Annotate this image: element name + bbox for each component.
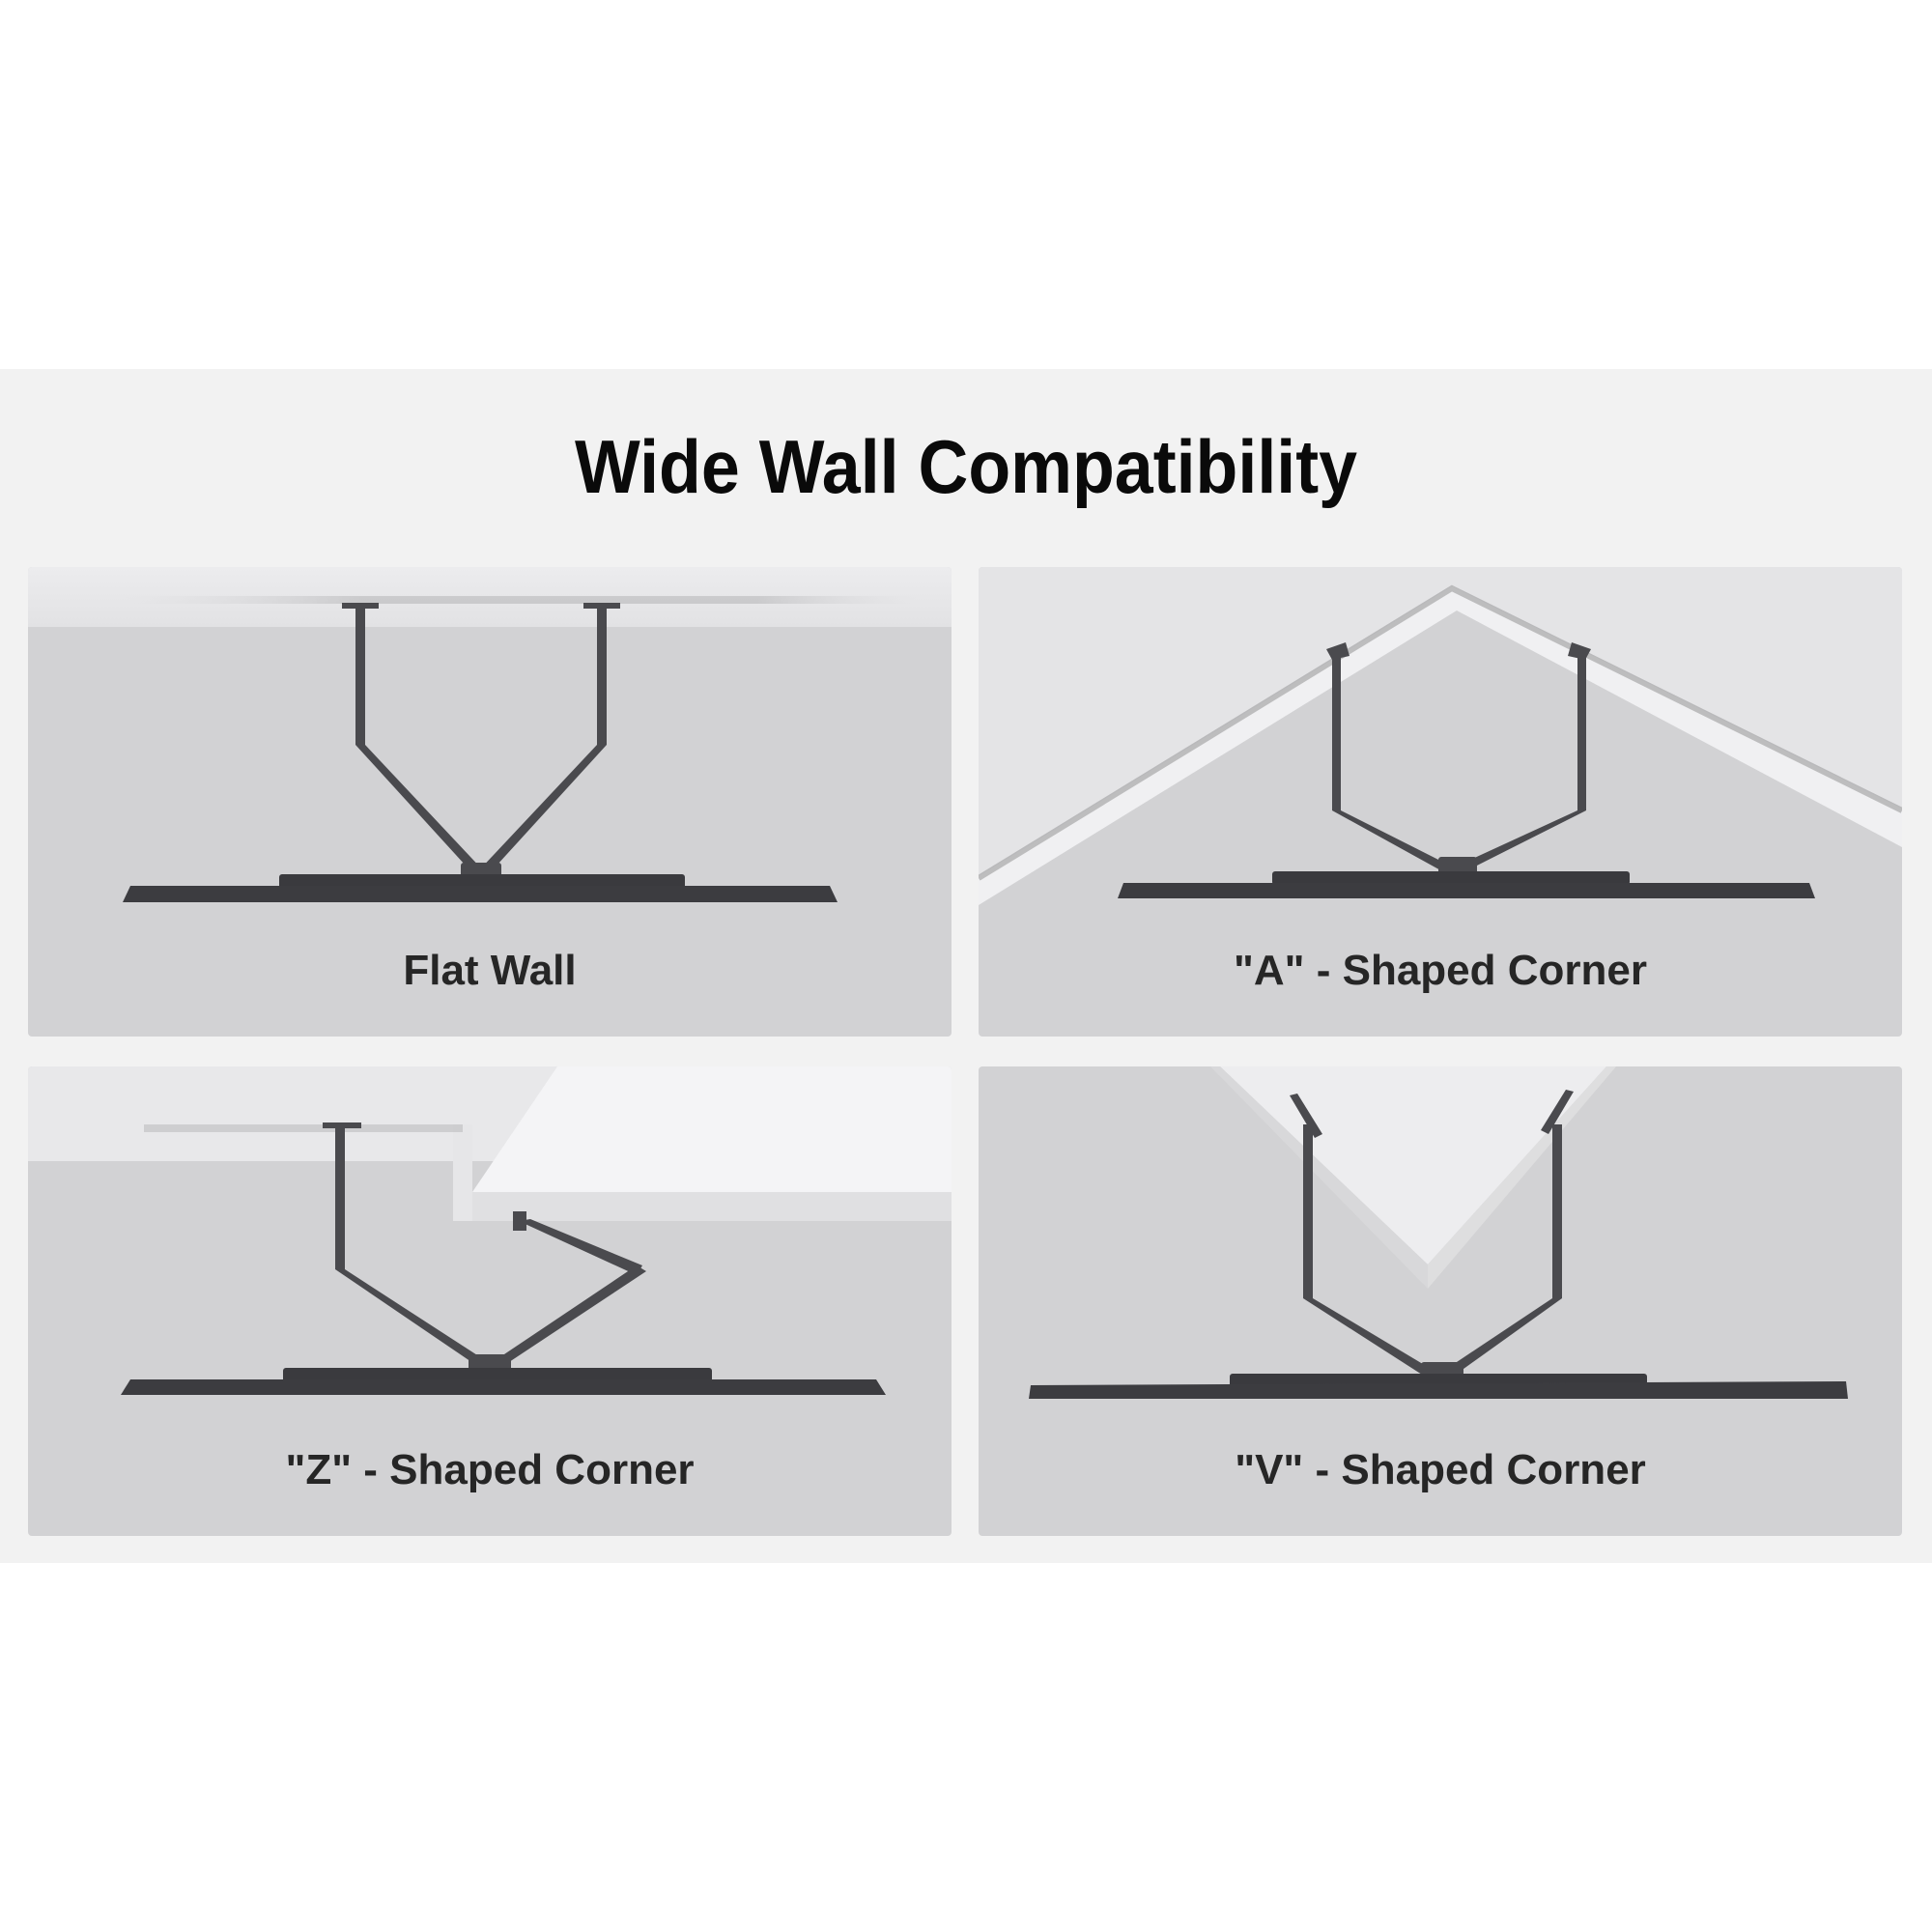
page-title: Wide Wall Compatibility xyxy=(574,424,1358,509)
panel-caption: "A" - Shaped Corner xyxy=(1234,947,1647,994)
v-shaped-corner-illustration xyxy=(1029,1066,1848,1399)
tv-icon xyxy=(121,1379,886,1395)
tv-icon xyxy=(123,886,838,902)
panel-flat-wall: Flat Wall xyxy=(28,567,952,1037)
mount-arm-icon xyxy=(1272,642,1630,885)
flat-wall-illustration xyxy=(28,567,952,902)
mount-arm-icon xyxy=(1230,1090,1647,1387)
panel-v-shaped-corner: "V" - Shaped Corner xyxy=(979,1066,1902,1536)
z-shaped-corner-illustration xyxy=(28,1066,952,1395)
tv-icon xyxy=(1029,1381,1848,1399)
panel-z-shaped-corner: "Z" - Shaped Corner xyxy=(28,1066,952,1536)
panel-a-shaped-corner: "A" - Shaped Corner xyxy=(979,567,1902,1037)
panel-caption: "V" - Shaped Corner xyxy=(1235,1446,1646,1493)
panel-caption: "Z" - Shaped Corner xyxy=(285,1446,695,1493)
tv-icon xyxy=(1118,883,1815,898)
panel-caption: Flat Wall xyxy=(403,947,577,994)
mount-arm-icon xyxy=(279,603,685,890)
a-shaped-corner-illustration xyxy=(979,567,1902,905)
